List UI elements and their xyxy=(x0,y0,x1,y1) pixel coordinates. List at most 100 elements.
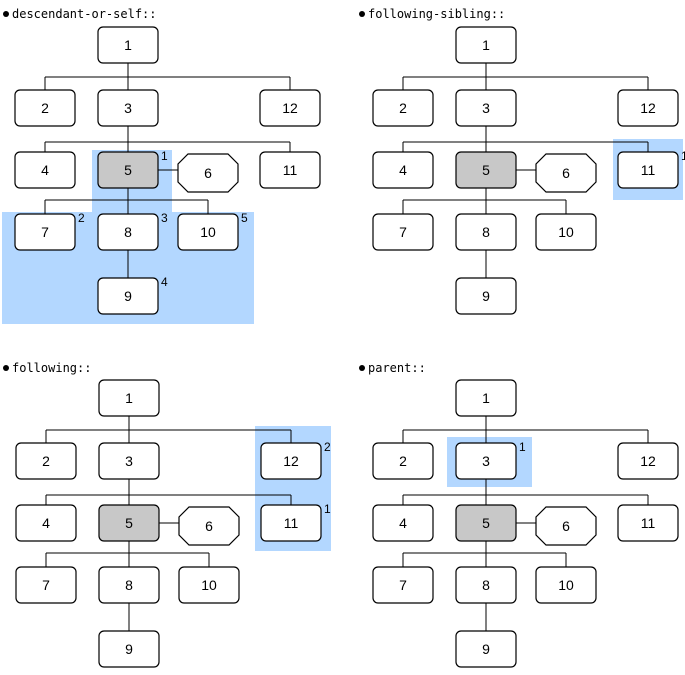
node-label: 4 xyxy=(399,162,407,178)
result-index: 1 xyxy=(681,149,685,163)
tree-node-5: 5 xyxy=(455,151,517,189)
tree-node-7: 7 xyxy=(372,213,434,251)
node-label: 3 xyxy=(482,453,490,469)
tree-node-9: 9 xyxy=(455,277,517,315)
node-shape xyxy=(15,566,77,604)
node-shape-octagon xyxy=(178,506,240,546)
tree-node-10: 105 xyxy=(177,211,248,251)
node-shape xyxy=(97,26,159,64)
node-label: 3 xyxy=(124,100,132,116)
node-label: 8 xyxy=(125,577,133,593)
node-shape xyxy=(535,566,597,604)
node-label: 5 xyxy=(482,162,490,178)
node-label: 1 xyxy=(482,37,490,53)
node-shape xyxy=(259,151,321,189)
result-index: 1 xyxy=(161,149,168,163)
bullet-icon xyxy=(3,365,9,371)
tree-node-6: 6 xyxy=(535,506,597,546)
node-label: 7 xyxy=(399,224,407,240)
node-label: 9 xyxy=(125,641,133,657)
node-label: 1 xyxy=(125,390,133,406)
node-shape xyxy=(455,277,517,315)
tree-node-1: 1 xyxy=(98,379,160,417)
tree-node-8: 83 xyxy=(97,211,168,251)
node-label: 10 xyxy=(558,577,574,593)
node-shape xyxy=(455,442,517,480)
node-label: 7 xyxy=(399,577,407,593)
tree-edges xyxy=(402,416,649,631)
node-label: 11 xyxy=(641,162,656,178)
tree-node-12: 12 xyxy=(617,442,679,480)
tree-edges xyxy=(402,63,649,278)
node-label: 8 xyxy=(482,577,490,593)
node-shape xyxy=(372,442,434,480)
tree-node-3: 31 xyxy=(455,440,526,480)
node-shape xyxy=(14,213,76,251)
node-shape-octagon xyxy=(535,153,597,193)
node-shape xyxy=(15,442,77,480)
node-shape-context xyxy=(455,151,517,189)
node-label: 4 xyxy=(399,515,407,531)
bullet-icon xyxy=(3,11,9,17)
node-shape-octagon xyxy=(177,153,239,193)
node-label: 7 xyxy=(41,224,49,240)
node-shape xyxy=(260,504,322,542)
result-index: 2 xyxy=(78,211,85,225)
node-label: 8 xyxy=(482,224,490,240)
tree-edges xyxy=(45,416,292,631)
node-shape xyxy=(455,379,517,417)
node-label: 9 xyxy=(482,288,490,304)
tree-node-1: 1 xyxy=(455,379,517,417)
tree-node-9: 9 xyxy=(98,630,160,668)
node-shape xyxy=(260,442,322,480)
node-shape xyxy=(97,213,159,251)
node-shape xyxy=(372,89,434,127)
tree-node-8: 8 xyxy=(455,566,517,604)
node-shape xyxy=(15,504,77,542)
result-index: 1 xyxy=(519,440,526,454)
node-shape xyxy=(455,26,517,64)
tree-node-2: 2 xyxy=(14,89,76,127)
node-shape xyxy=(372,504,434,542)
node-label: 12 xyxy=(282,100,298,116)
tree-node-11: 11 xyxy=(259,151,321,189)
bullet-icon xyxy=(359,365,365,371)
node-shape xyxy=(617,89,679,127)
tree-node-9: 94 xyxy=(97,275,168,315)
node-label: 11 xyxy=(283,162,298,178)
node-label: 5 xyxy=(482,515,490,531)
tree-node-1: 1 xyxy=(97,26,159,64)
node-shape xyxy=(617,151,679,189)
node-label: 11 xyxy=(284,515,299,531)
node-label: 3 xyxy=(125,453,133,469)
node-label: 11 xyxy=(641,515,656,531)
result-index: 5 xyxy=(241,211,248,225)
panel-title: descendant-or-self:: xyxy=(12,7,157,21)
node-shape xyxy=(372,213,434,251)
tree-node-4: 4 xyxy=(372,151,434,189)
tree-node-5: 51 xyxy=(97,149,168,189)
node-shape xyxy=(98,566,160,604)
node-label: 4 xyxy=(42,515,50,531)
node-shape xyxy=(455,566,517,604)
tree-node-8: 8 xyxy=(455,213,517,251)
node-label: 5 xyxy=(125,515,133,531)
node-shape xyxy=(455,213,517,251)
node-shape-context xyxy=(97,151,159,189)
tree-node-2: 2 xyxy=(372,442,434,480)
node-shape xyxy=(455,89,517,127)
node-shape xyxy=(14,151,76,189)
tree-node-7: 7 xyxy=(15,566,77,604)
node-label: 2 xyxy=(42,453,50,469)
tree-node-3: 3 xyxy=(455,89,517,127)
node-shape xyxy=(259,89,321,127)
node-shape xyxy=(97,89,159,127)
node-label: 9 xyxy=(482,641,490,657)
tree-node-6: 6 xyxy=(535,153,597,193)
tree-node-1: 1 xyxy=(455,26,517,64)
tree-node-4: 4 xyxy=(15,504,77,542)
tree-node-4: 4 xyxy=(372,504,434,542)
node-label: 6 xyxy=(562,518,570,534)
node-label: 10 xyxy=(201,577,217,593)
